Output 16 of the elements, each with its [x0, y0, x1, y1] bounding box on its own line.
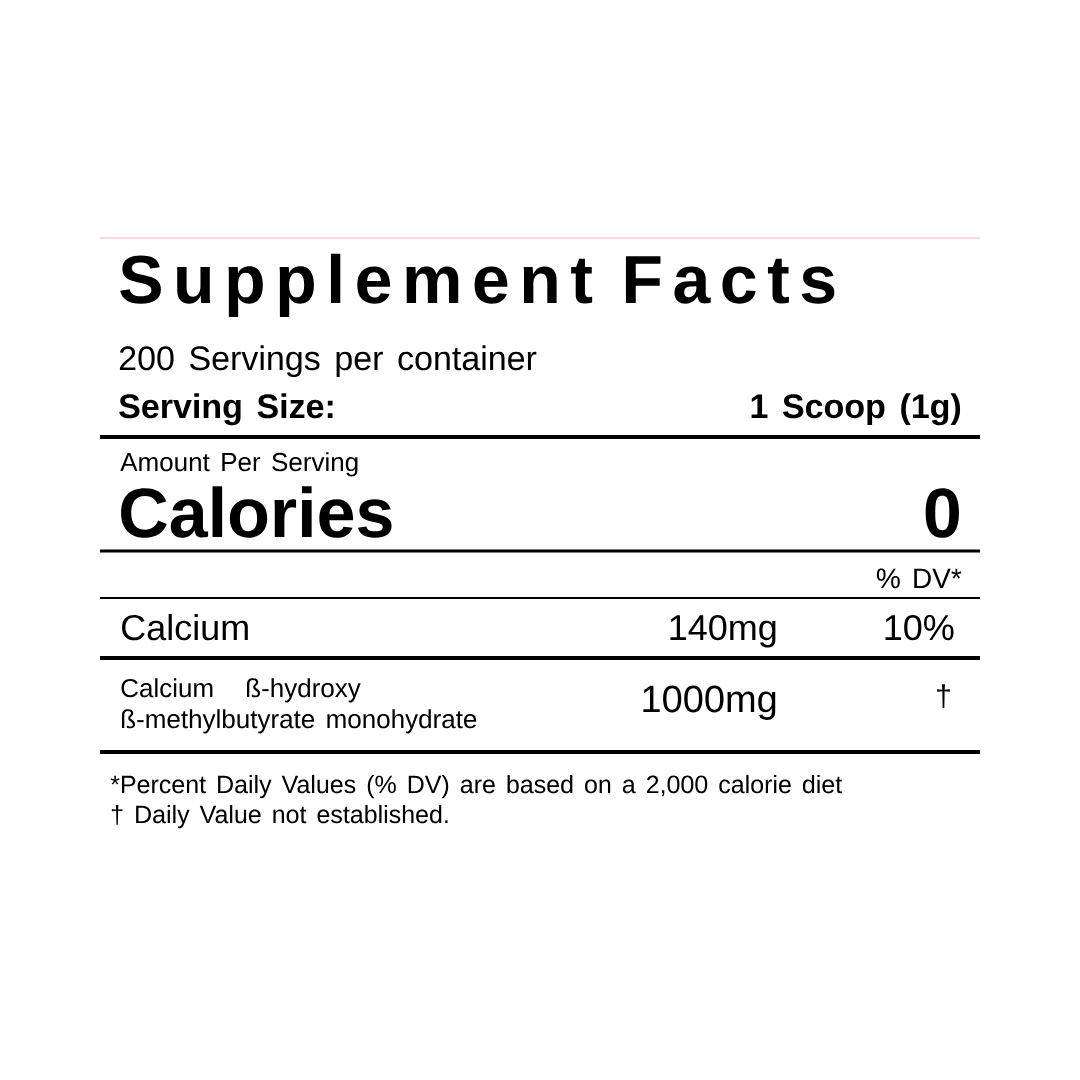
footnote-mark: †: [937, 684, 950, 709]
amount-value: 140mg: [670, 614, 776, 648]
footnote-text: † Daily Value not established.: [111, 804, 448, 829]
serving-size-value: 1 Scoop (1g): [751, 393, 961, 426]
amount-value: 1000mg: [643, 685, 776, 720]
servings-text: 200 Servings per container: [119, 345, 537, 378]
calories-value: 0: [925, 488, 959, 538]
percent-value: 10%: [885, 614, 954, 641]
nutrient-name: Calcium ß-hydroxy ß-methylbutyrate monohydrate: [121, 678, 477, 734]
column-heading: % DV*: [876, 568, 962, 589]
title-text: Supplement Facts: [120, 253, 835, 318]
amount-heading: Amount Per Serving: [120, 452, 358, 477]
serving-size-label: Serving Size:: [119, 393, 333, 426]
footnote-text: *Percent Daily Values (% DV) are based on a 2,000 calorie diet: [110, 774, 842, 799]
calories-label: Calories: [121, 486, 392, 538]
nutrient-name: Calcium: [122, 613, 248, 641]
